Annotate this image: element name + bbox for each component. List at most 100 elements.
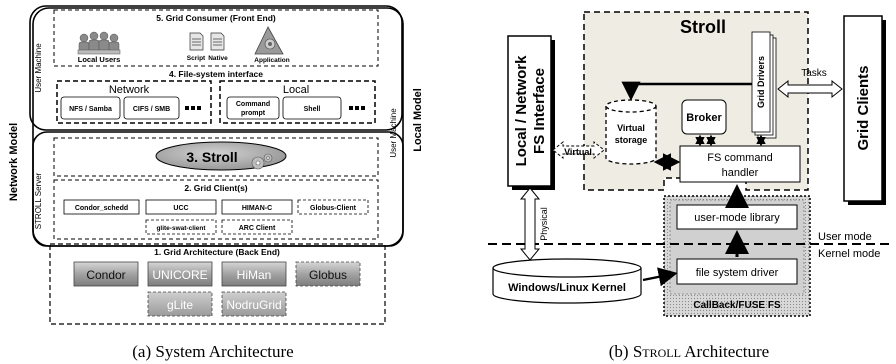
script-document-icon — [189, 32, 204, 51]
virtual-arrow — [552, 140, 605, 160]
gear-icon — [251, 153, 273, 170]
panel-b-stroll-architecture: Local / Network FS Interface Stroll Grid… — [488, 11, 894, 361]
stroll-title: 3. Stroll — [186, 149, 237, 165]
native-label: Native — [208, 55, 228, 62]
command-prompt-box — [226, 96, 280, 120]
network-more-dots — [185, 106, 201, 110]
user-mode-library-box — [676, 204, 798, 230]
script-label: Script — [187, 55, 206, 62]
tasks-label: Tasks — [801, 68, 827, 79]
fs-interface-bar — [507, 35, 552, 187]
application-label: Application — [254, 57, 289, 64]
stroll-region-title: Stroll — [680, 17, 726, 37]
drivers-to-storage-arrow — [621, 81, 752, 101]
kernel-to-driver-arrow — [642, 267, 678, 287]
kernel-cylinder — [492, 258, 642, 304]
user-mode-label: User mode — [818, 231, 872, 243]
broker-label: Broker — [686, 112, 722, 124]
condor-box — [73, 261, 139, 287]
fs-command-handler-box — [679, 145, 801, 183]
grid-architecture-title: 1. Grid Architecture (Back End) — [154, 247, 280, 257]
kernel-mode-label: Kernel mode — [818, 248, 880, 260]
globus-client-box — [297, 199, 369, 215]
glite-box — [147, 291, 213, 317]
broker-box — [681, 99, 727, 135]
callback-fuse-label: CallBack/FUSE FS — [693, 300, 781, 311]
local-fs-label: Local — [283, 84, 309, 96]
grid-clients-label: Grid Clients — [855, 65, 872, 150]
local-users-icon — [77, 31, 121, 55]
globus-label: Globus — [309, 268, 347, 282]
fs-interface-line1: Local / Network — [513, 55, 530, 167]
virtual-storage-cylinder — [605, 99, 657, 165]
kernel-label: Windows/Linux Kernel — [508, 282, 626, 294]
native-document-icon — [210, 32, 225, 51]
user-machine-left-label: User Machine — [34, 43, 43, 93]
local-fs-group — [219, 80, 376, 124]
globus-client-label: Globus-Client — [310, 205, 357, 212]
grid-consumer-box — [53, 9, 379, 67]
unicore-label: UNICORE — [152, 268, 207, 282]
grid-clients-title: 2. Grid Client(s) — [184, 183, 247, 193]
condor-schedd-label: Condor_schedd — [75, 205, 128, 212]
network-model-frame — [29, 5, 403, 131]
himan-c-label: HIMAN-C — [242, 205, 272, 212]
grid-consumer-title: 5. Grid Consumer (Front End) — [156, 13, 276, 23]
grid-drivers-box — [751, 31, 771, 133]
himan-c-box — [221, 199, 293, 215]
nfs-samba-box — [60, 96, 121, 120]
local-more-dots — [349, 106, 365, 110]
glite-label: gLite — [167, 298, 193, 312]
tasks-arrow — [777, 79, 843, 99]
command-prompt-line1: Command — [236, 101, 270, 108]
grid-drivers-label: Grid Drivers — [756, 56, 766, 108]
local-model-label: Local Model — [412, 88, 424, 152]
virtual-storage-line1: Virtual — [617, 123, 645, 133]
physical-arrow — [519, 187, 541, 261]
stroll-row-frame — [53, 137, 379, 177]
caption-a: (a) System Architecture — [132, 342, 293, 361]
caption-b-smallcaps: Stroll — [633, 342, 681, 361]
local-users-label: Local Users — [78, 55, 121, 64]
network-fs-group — [56, 80, 212, 124]
glite-swat-client-label: glite-swat-client — [156, 225, 206, 232]
virtual-storage-line2: storage — [615, 135, 648, 145]
caption-b-prefix: (b) — [609, 342, 633, 361]
grid-clients-frame — [53, 179, 379, 240]
caption-b: (b) Stroll Architecture — [609, 342, 769, 361]
caption-b-suffix: Architecture — [681, 342, 769, 361]
stroll-server-label: STROLL Server — [34, 172, 43, 229]
user-mode-library-label: user-mode library — [694, 212, 780, 224]
fs-interface-line2: FS Interface — [531, 68, 548, 154]
himan-label: HiMan — [237, 268, 272, 282]
panel-a-system-architecture: Network Model Local Model User Machine U… — [8, 5, 424, 361]
network-model-label: Network Model — [8, 123, 20, 201]
cifs-smb-box — [123, 96, 180, 120]
globus-box — [295, 261, 361, 287]
arc-client-label: ARC Client — [239, 225, 276, 232]
network-fs-label: Network — [109, 84, 150, 96]
application-icon — [254, 26, 284, 55]
condor-label: Condor — [86, 268, 125, 282]
stroll-server-frame — [32, 131, 404, 247]
condor-schedd-box — [63, 199, 140, 215]
ucc-label: UCC — [173, 205, 188, 212]
file-system-driver-label: file system driver — [696, 267, 779, 279]
arc-client-box — [221, 219, 293, 235]
fs-command-handler-line2: handler — [722, 167, 759, 179]
fs-interface-title: 4. File-system interface — [169, 69, 263, 79]
unicore-box — [147, 261, 213, 287]
shell-label: Shell — [304, 106, 321, 113]
nfs-samba-label: NFS / Samba — [69, 106, 112, 113]
physical-label: Physical — [539, 207, 549, 241]
grid-clients-bar — [843, 15, 883, 202]
virtual-arrow-label: Virtual — [564, 147, 592, 157]
fs-command-handler-line1: FS command — [707, 152, 772, 164]
nodrugrid-box — [221, 291, 287, 317]
file-system-driver-box — [676, 258, 798, 285]
cifs-smb-label: CIFS / SMB — [133, 106, 170, 113]
command-prompt-line2: prompt — [241, 110, 266, 117]
glite-swat-client-box — [145, 219, 217, 235]
himan-box — [221, 261, 287, 287]
